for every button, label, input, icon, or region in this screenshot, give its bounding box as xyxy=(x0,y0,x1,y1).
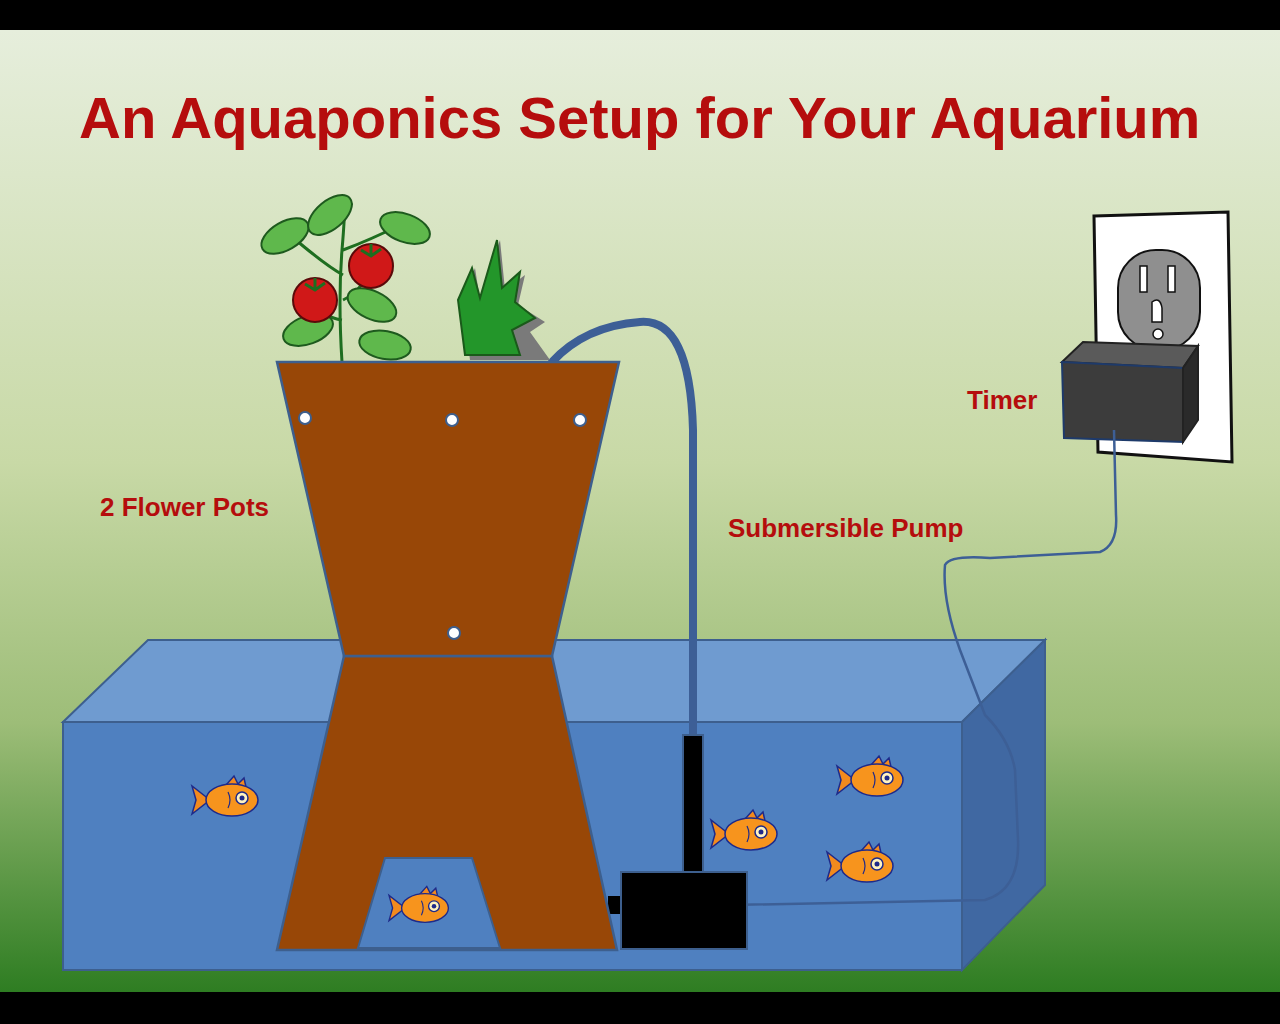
outlet-slot xyxy=(1168,266,1175,292)
fish-pupil xyxy=(240,796,245,801)
leaf xyxy=(255,211,314,261)
fish-gill xyxy=(863,858,865,874)
leaf xyxy=(376,206,434,250)
bottom-bar xyxy=(0,992,1280,1024)
tomato-calyx xyxy=(361,244,381,256)
fish-eye xyxy=(881,772,893,784)
tomato xyxy=(349,244,393,288)
fish-eye xyxy=(871,858,883,870)
part-label: Submersible Pump xyxy=(728,514,964,543)
green-plant xyxy=(458,240,535,355)
outlet-slot xyxy=(1140,266,1147,292)
fish xyxy=(837,756,903,796)
fish-pupil xyxy=(875,862,880,867)
timer-front xyxy=(1062,362,1183,442)
drain-hole xyxy=(299,412,311,424)
leaf xyxy=(301,188,359,243)
fish-pupil xyxy=(885,776,890,781)
fish xyxy=(711,810,777,850)
part-label: 2 Flower Pots xyxy=(100,493,269,522)
tomato xyxy=(293,278,337,322)
outlet-face xyxy=(1118,250,1200,350)
outlet-ground xyxy=(1152,300,1162,322)
fish-body xyxy=(725,818,777,850)
fish xyxy=(827,842,893,882)
fish-pupil xyxy=(759,830,764,835)
upper-flower-pot xyxy=(277,362,619,656)
top-bar xyxy=(0,0,1280,30)
leaf xyxy=(357,327,413,364)
fish-pupil xyxy=(432,904,437,909)
tomato-calyx xyxy=(305,278,325,290)
fish-body xyxy=(206,784,258,816)
pump-outlet-tube xyxy=(683,735,703,875)
fish-body xyxy=(851,764,903,796)
fish-body xyxy=(841,850,893,882)
power-cord xyxy=(732,430,1116,905)
fish-group xyxy=(192,756,903,922)
part-label: Timer xyxy=(967,386,1037,415)
fish-eye xyxy=(429,901,440,912)
timer-side xyxy=(1183,346,1198,442)
fish-gill xyxy=(228,792,230,808)
fish-eye xyxy=(236,792,248,804)
drain-hole xyxy=(448,627,460,639)
background xyxy=(0,30,1280,992)
submersible-pump xyxy=(621,872,747,949)
fish-gill xyxy=(421,901,423,915)
fish-gill xyxy=(747,826,749,842)
title: An Aquaponics Setup for Your Aquarium xyxy=(79,86,1200,150)
lower-flower-pot xyxy=(277,656,617,950)
drain-hole xyxy=(574,414,586,426)
fish-gill xyxy=(873,772,875,788)
fish xyxy=(389,886,448,922)
fish-body xyxy=(402,894,449,923)
pot-opening xyxy=(358,858,500,948)
outlet-screw xyxy=(1153,329,1163,339)
drain-hole xyxy=(446,414,458,426)
fish xyxy=(192,776,258,816)
tomato-leaves xyxy=(255,188,434,364)
fish-eye xyxy=(755,826,767,838)
